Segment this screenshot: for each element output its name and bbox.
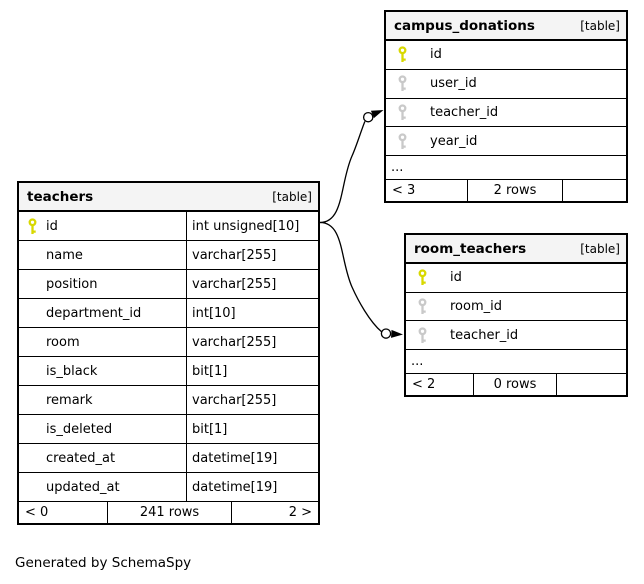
pagination-prev[interactable]: < 2 xyxy=(406,374,474,395)
table-room-teachers-footer: < 2 0 rows xyxy=(406,373,626,395)
column-type: int unsigned[10] xyxy=(192,218,300,234)
column-name: is_deleted xyxy=(46,421,113,437)
column-row-id: id xyxy=(406,264,626,292)
column-row-position: position varchar[255] xyxy=(19,269,318,298)
column-name: position xyxy=(46,276,98,292)
foreign-key-icon xyxy=(396,75,408,92)
column-row-is-black: is_black bit[1] xyxy=(19,356,318,385)
pagination-prev[interactable]: < 0 xyxy=(19,502,108,523)
column-type: bit[1] xyxy=(192,421,228,437)
column-type: datetime[19] xyxy=(192,450,278,466)
table-name[interactable]: campus_donations xyxy=(394,17,535,34)
column-row-updated-at: updated_at datetime[19] xyxy=(19,472,318,501)
column-row-remark: remark varchar[255] xyxy=(19,385,318,414)
column-name: remark xyxy=(46,392,93,408)
column-type: int[10] xyxy=(192,305,236,321)
edge-circle-campus-donations xyxy=(362,111,374,123)
table-room-teachers-columns: id room_id teacher_id xyxy=(406,264,626,349)
table-teachers-header[interactable]: teachers [table] xyxy=(19,183,318,212)
column-name: id xyxy=(450,270,462,286)
columns-ellipsis: ... xyxy=(386,155,626,179)
column-row-year-id: year_id xyxy=(386,126,626,155)
column-name: department_id xyxy=(46,305,142,321)
column-row-created-at: created_at datetime[19] xyxy=(19,443,318,472)
column-name: room_id xyxy=(450,299,502,314)
column-name: year_id xyxy=(430,133,478,149)
edge-arrow-room-teachers xyxy=(391,329,403,338)
table-teachers-columns: id int unsigned[10] name varchar[255] po… xyxy=(19,212,318,501)
column-name: updated_at xyxy=(46,479,120,495)
table-room-teachers: room_teachers [table] id room_id xyxy=(404,233,628,397)
pagination-next[interactable]: 2 > xyxy=(288,505,312,520)
table-badge: [table] xyxy=(580,241,620,256)
table-campus-donations: campus_donations [table] id user_id xyxy=(384,10,628,203)
table-campus-donations-header[interactable]: campus_donations [table] xyxy=(386,12,626,41)
primary-key-icon xyxy=(26,217,38,235)
column-row-id: id xyxy=(386,41,626,69)
foreign-key-icon xyxy=(416,298,428,315)
table-room-teachers-header[interactable]: room_teachers [table] xyxy=(406,235,626,264)
column-row-id: id int unsigned[10] xyxy=(19,212,318,240)
column-row-room: room varchar[255] xyxy=(19,327,318,356)
column-name: teacher_id xyxy=(430,104,499,120)
column-row-user-id: user_id xyxy=(386,68,626,98)
table-name[interactable]: room_teachers xyxy=(414,240,527,257)
foreign-key-icon xyxy=(416,327,428,344)
foreign-key-icon xyxy=(396,104,408,121)
primary-key-icon xyxy=(396,46,408,63)
column-row-room-id: room_id xyxy=(406,291,626,321)
column-row-teacher-id: teacher_id xyxy=(406,320,626,349)
table-name[interactable]: teachers xyxy=(27,188,94,205)
primary-key-icon xyxy=(416,269,428,286)
edge-arrow-campus-donations xyxy=(370,110,384,119)
generator-credit: Generated by SchemaSpy xyxy=(15,555,192,571)
pagination-next xyxy=(563,180,626,201)
column-name: room xyxy=(46,334,80,350)
column-name: id xyxy=(430,47,442,63)
row-count: 2 rows xyxy=(468,180,563,201)
column-name: user_id xyxy=(430,76,477,92)
column-type: varchar[255] xyxy=(192,392,277,408)
column-name: name xyxy=(46,247,83,263)
column-row-department-id: department_id int[10] xyxy=(19,298,318,327)
row-count: 0 rows xyxy=(474,374,557,395)
column-name: is_black xyxy=(46,363,98,379)
column-row-teacher-id: teacher_id xyxy=(386,97,626,127)
table-badge: [table] xyxy=(580,18,620,33)
pagination-next xyxy=(557,374,626,395)
edge-circle-room-teachers xyxy=(380,328,392,339)
pagination-prev[interactable]: < 3 xyxy=(386,180,468,201)
table-teachers: teachers [table] id int unsigned[10] nam… xyxy=(17,181,320,525)
foreign-key-icon xyxy=(396,132,408,150)
table-campus-donations-columns: id user_id teacher_id xyxy=(386,41,626,155)
column-type: varchar[255] xyxy=(192,247,277,263)
column-name: teacher_id xyxy=(450,327,519,343)
columns-ellipsis: ... xyxy=(406,349,626,373)
table-campus-donations-footer: < 3 2 rows xyxy=(386,179,626,201)
table-teachers-footer: < 0 241 rows 2 > xyxy=(19,501,318,523)
table-badge: [table] xyxy=(272,189,312,204)
column-type: datetime[19] xyxy=(192,479,278,495)
column-name: created_at xyxy=(46,450,116,466)
column-name: id xyxy=(46,218,58,234)
column-type: bit[1] xyxy=(192,363,228,379)
column-row-name: name varchar[255] xyxy=(19,240,318,269)
column-type: varchar[255] xyxy=(192,334,277,350)
column-row-is-deleted: is_deleted bit[1] xyxy=(19,414,318,443)
edge-teachers-room-teachers xyxy=(319,221,383,333)
edge-teachers-campus-donations xyxy=(319,121,366,224)
row-count: 241 rows xyxy=(108,502,232,523)
column-type: varchar[255] xyxy=(192,276,277,292)
